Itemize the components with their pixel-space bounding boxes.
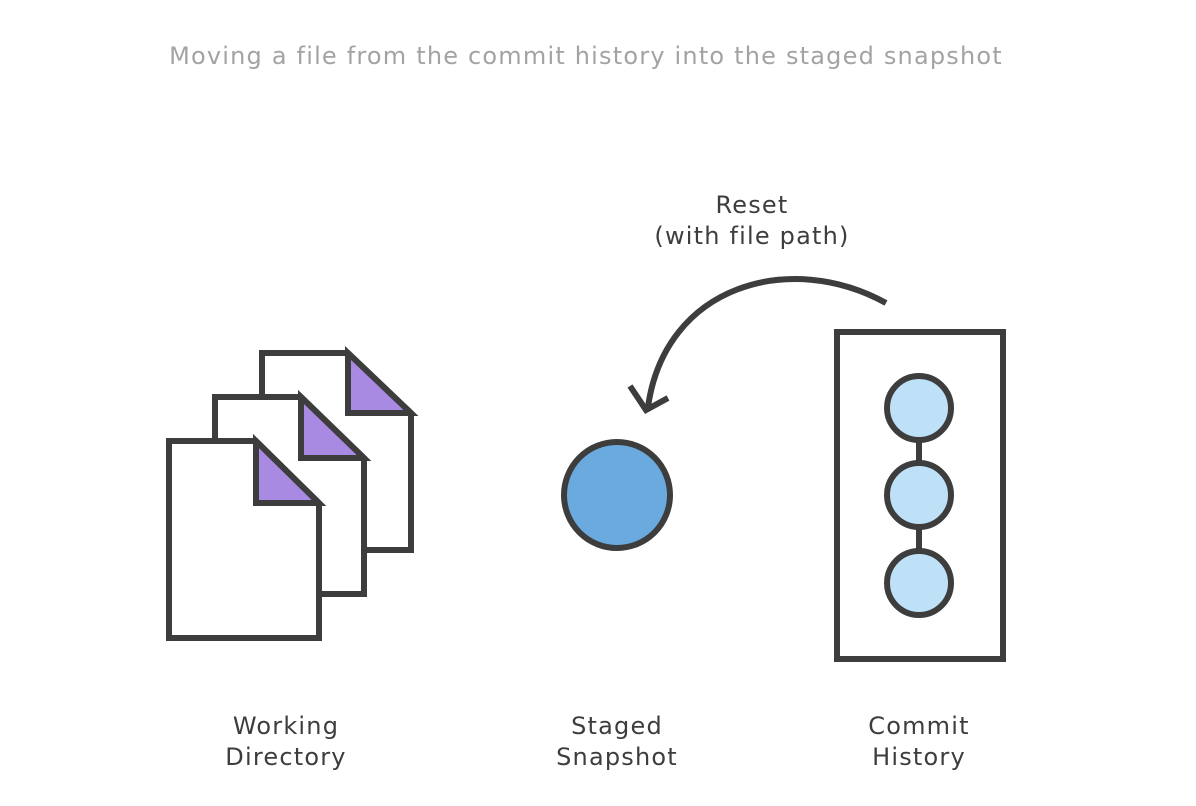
file-icon-front [166, 433, 327, 641]
commit-label-line2: History [872, 743, 966, 771]
reset-label-line1: Reset [715, 191, 789, 219]
commit-history-icon [834, 329, 1006, 662]
commit-history-label: Commit History [809, 711, 1029, 773]
staged-label-line2: Snapshot [556, 743, 678, 771]
staged-label-line1: Staged [571, 712, 663, 740]
file-stack-icon [166, 346, 419, 641]
commit-node [884, 373, 954, 443]
commit-node [884, 460, 954, 530]
commit-label-line1: Commit [868, 712, 970, 740]
reset-label-line2: (with file path) [654, 222, 850, 250]
working-label-line1: Working [232, 712, 340, 740]
staged-file-circle-icon [561, 439, 673, 551]
reset-arrow-label: Reset (with file path) [642, 190, 862, 252]
page-title: Moving a file from the commit history in… [169, 42, 1003, 70]
working-label-line2: Directory [225, 743, 347, 771]
commit-node [884, 548, 954, 618]
working-directory-label: Working Directory [176, 711, 396, 773]
staged-snapshot-label: Staged Snapshot [507, 711, 727, 773]
curved-arrow-icon [627, 276, 888, 414]
